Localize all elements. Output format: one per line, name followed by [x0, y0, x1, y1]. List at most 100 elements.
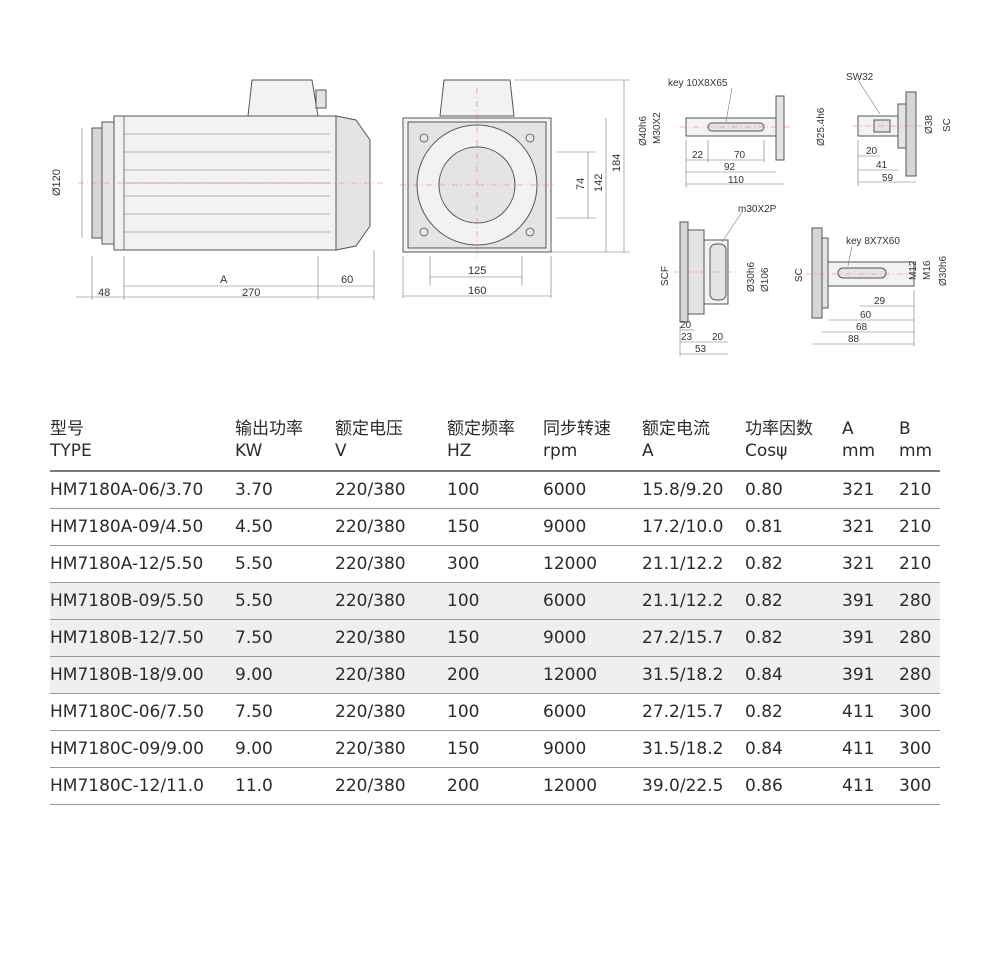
dim-scf-20b: 20	[712, 332, 724, 343]
cell-type: HM7180B-12/7.50	[50, 628, 204, 648]
cell-a: 411	[842, 739, 875, 759]
callout-sw32: SW32	[846, 72, 874, 83]
cell-voltage: 220/380	[335, 517, 406, 537]
shaft-scf-drawing: m30X2P SCF Ø30h6 Ø106 20 23 20 53	[660, 204, 777, 356]
cell-b: 280	[899, 628, 932, 648]
cell-power: 7.50	[235, 702, 273, 722]
cell-type: HM7180C-06/7.50	[50, 702, 204, 722]
cell-current: 39.0/22.5	[642, 776, 724, 796]
cell-a: 411	[842, 776, 875, 796]
dim-m12: M12	[908, 260, 919, 280]
cell-power-factor: 0.80	[745, 480, 783, 500]
table-row: HM7180C-12/11.0 11.0 220/380 200 12000 39.0/2…	[50, 768, 940, 805]
cell-frequency: 150	[447, 628, 480, 648]
label-scf: SCF	[660, 266, 671, 286]
cell-frequency: 200	[447, 776, 480, 796]
cell-b: 280	[899, 591, 932, 611]
cell-speed: 6000	[543, 591, 587, 611]
dim-dia-106: Ø106	[760, 267, 771, 292]
dim-270: 270	[242, 287, 260, 299]
cell-current: 27.2/15.7	[642, 628, 724, 648]
dim-88: 88	[848, 334, 860, 345]
cell-power: 11.0	[235, 776, 273, 796]
dim-110: 110	[728, 175, 744, 186]
dim-70: 70	[734, 150, 746, 161]
shaft-sw32-drawing: SW32 Ø25.4h6 Ø38 SC 20 41 59	[816, 72, 953, 186]
cell-a: 321	[842, 480, 875, 500]
technical-drawings: Ø120 A 270 48 60 125 160 74 142	[51, 72, 953, 356]
cell-a: 391	[842, 665, 875, 685]
callout-m30x2p: m30X2P	[738, 204, 777, 215]
cell-b: 300	[899, 776, 932, 796]
dim-160: 160	[468, 285, 486, 297]
cell-power-factor: 0.82	[745, 554, 783, 574]
cell-current: 21.1/12.2	[642, 591, 724, 611]
dim-m30x2: M30X2	[652, 112, 663, 144]
cell-speed: 9000	[543, 517, 587, 537]
cell-frequency: 150	[447, 517, 480, 537]
cell-power-factor: 0.84	[745, 665, 783, 685]
cell-type: HM7180C-12/11.0	[50, 776, 204, 796]
cell-power: 4.50	[235, 517, 273, 537]
cell-speed: 12000	[543, 665, 598, 685]
cell-frequency: 100	[447, 702, 480, 722]
cell-type: HM7180A-12/5.50	[50, 554, 204, 574]
cell-frequency: 300	[447, 554, 480, 574]
cell-speed: 12000	[543, 554, 598, 574]
cell-current: 31.5/18.2	[642, 739, 724, 759]
dim-scf-23: 23	[681, 332, 693, 343]
cell-voltage: 220/380	[335, 739, 406, 759]
shaft-key2-drawing: key 8X7X60 SC M12 M16 Ø30h6 29 60 68 88	[794, 227, 949, 346]
cell-speed: 9000	[543, 739, 587, 759]
cell-b: 280	[899, 665, 932, 685]
dim-m16: M16	[922, 260, 933, 280]
cell-current: 27.2/15.7	[642, 702, 724, 722]
cell-power-factor: 0.86	[745, 776, 783, 796]
dim-22: 22	[692, 150, 704, 161]
dim-dia-25-4h6: Ø25.4h6	[816, 107, 827, 146]
cell-frequency: 150	[447, 739, 480, 759]
cell-power-factor: 0.81	[745, 517, 783, 537]
dim-scf-53: 53	[695, 344, 707, 355]
dim-a: A	[220, 274, 228, 286]
cell-frequency: 100	[447, 480, 480, 500]
cell-voltage: 220/380	[335, 480, 406, 500]
table-row: HM7180C-09/9.00 9.00 220/380 150 9000 31.5/18…	[50, 731, 940, 768]
cell-b: 300	[899, 702, 932, 722]
dim-68: 68	[856, 322, 868, 333]
dim-92: 92	[724, 162, 736, 173]
cell-power: 5.50	[235, 591, 273, 611]
cell-power: 9.00	[235, 739, 273, 759]
cell-power-factor: 0.84	[745, 739, 783, 759]
dim-48: 48	[98, 287, 110, 299]
cell-speed: 9000	[543, 628, 587, 648]
dim-dia-30h6-b: Ø30h6	[938, 256, 949, 286]
cell-voltage: 220/380	[335, 702, 406, 722]
cell-a: 321	[842, 517, 875, 537]
cell-type: HM7180C-09/9.00	[50, 739, 204, 759]
dim-dia-30h6: Ø30h6	[746, 262, 757, 292]
cell-voltage: 220/380	[335, 776, 406, 796]
dim-59: 59	[882, 173, 894, 184]
label-sc: SC	[942, 118, 953, 132]
cell-type: HM7180B-09/5.50	[50, 591, 204, 611]
cell-power: 5.50	[235, 554, 273, 574]
shaft-key-drawing: key 10X8X65 Ø40h6 M30X2 22 70 92 110	[638, 78, 790, 188]
dim-41: 41	[876, 160, 888, 171]
cell-speed: 12000	[543, 776, 598, 796]
cell-type: HM7180B-18/9.00	[50, 665, 204, 685]
cell-power-factor: 0.82	[745, 702, 783, 722]
